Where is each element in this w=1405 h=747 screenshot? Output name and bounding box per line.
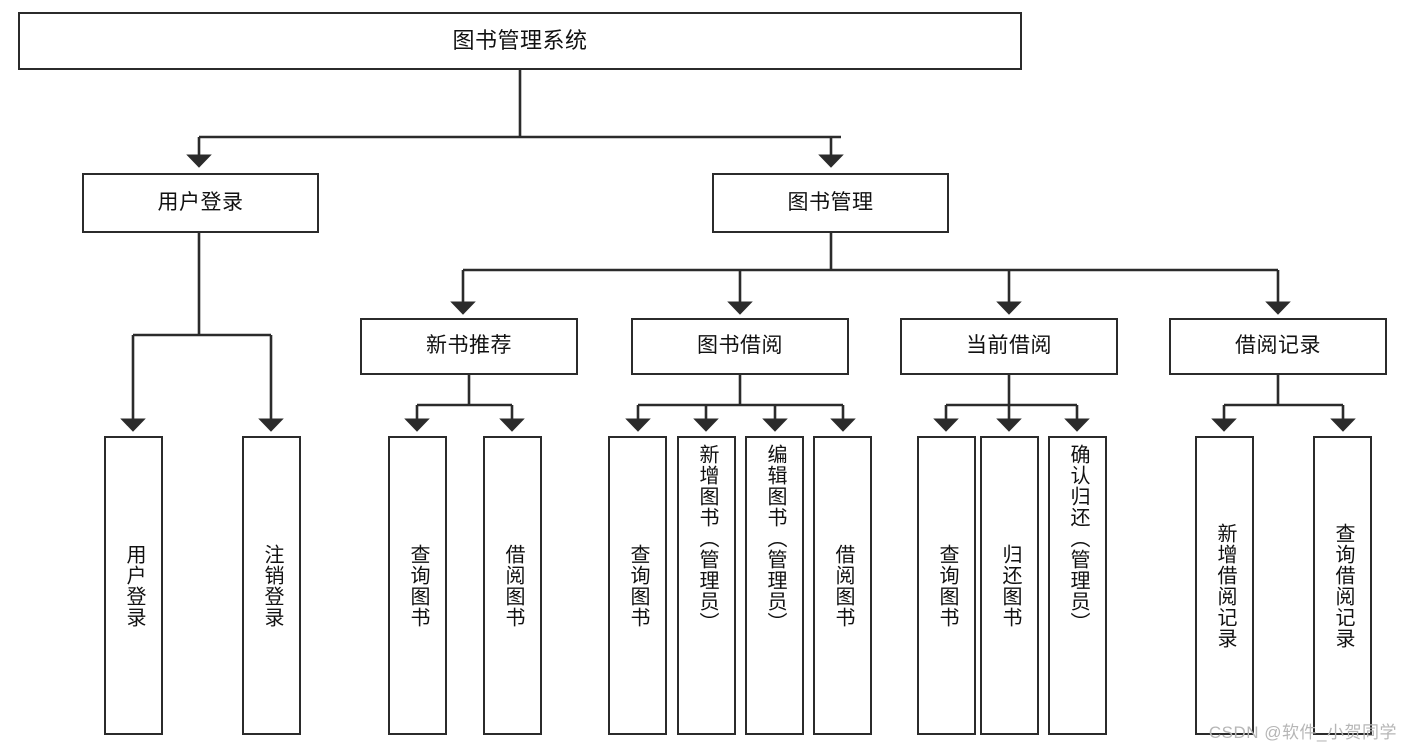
node-book-borrow[interactable]: 图书借阅 [631, 318, 849, 375]
node-label: 图书借阅 [697, 334, 783, 358]
node-label: 用户登录 [157, 190, 244, 214]
node-label: 借阅图书 [502, 543, 524, 628]
leaf-borrow-add-book-admin[interactable]: 新增图书（管理员） [677, 436, 736, 735]
node-label: 新增借阅记录 [1214, 522, 1236, 649]
leaf-recommend-borrow-book[interactable]: 借阅图书 [483, 436, 542, 735]
node-label: 归还图书 [999, 543, 1021, 628]
leaf-records-add-record[interactable]: 新增借阅记录 [1195, 436, 1254, 735]
node-book-management[interactable]: 图书管理 [712, 173, 949, 233]
node-label: 图书管理系统 [452, 28, 588, 54]
leaf-borrow-query-book[interactable]: 查询图书 [608, 436, 667, 735]
leaf-current-return-book[interactable]: 归还图书 [980, 436, 1039, 735]
node-label: 借阅记录 [1235, 334, 1321, 358]
leaf-borrow-borrow-book[interactable]: 借阅图书 [813, 436, 872, 735]
node-label: 编辑图书（管理员） [764, 444, 786, 633]
leaf-records-query-record[interactable]: 查询借阅记录 [1313, 436, 1372, 735]
node-label: 查询图书 [627, 543, 649, 628]
node-label: 查询借阅记录 [1332, 522, 1354, 649]
node-label: 查询图书 [936, 543, 958, 628]
node-label: 确认归还（管理员） [1067, 444, 1089, 633]
node-label: 新书推荐 [426, 334, 512, 358]
node-label: 新增图书（管理员） [696, 444, 718, 633]
node-new-book-recommend[interactable]: 新书推荐 [360, 318, 578, 375]
node-label: 借阅图书 [832, 543, 854, 628]
node-label: 查询图书 [407, 543, 429, 628]
leaf-current-confirm-return-admin[interactable]: 确认归还（管理员） [1048, 436, 1107, 735]
leaf-current-query-book[interactable]: 查询图书 [917, 436, 976, 735]
node-user-login[interactable]: 用户登录 [82, 173, 319, 233]
node-label: 当前借阅 [966, 334, 1052, 358]
node-label: 图书管理 [787, 190, 874, 214]
leaf-user-login-logout[interactable]: 注销登录 [242, 436, 301, 735]
csdn-watermark: CSDN @软件_小贺同学 [1208, 723, 1397, 742]
node-current-borrow[interactable]: 当前借阅 [900, 318, 1118, 375]
node-root-system[interactable]: 图书管理系统 [18, 12, 1022, 70]
node-borrow-records[interactable]: 借阅记录 [1169, 318, 1387, 375]
node-label: 用户登录 [123, 543, 145, 628]
leaf-user-login-login[interactable]: 用户登录 [104, 436, 163, 735]
node-label: 注销登录 [261, 543, 283, 628]
leaf-recommend-query-book[interactable]: 查询图书 [388, 436, 447, 735]
leaf-borrow-edit-book-admin[interactable]: 编辑图书（管理员） [745, 436, 804, 735]
